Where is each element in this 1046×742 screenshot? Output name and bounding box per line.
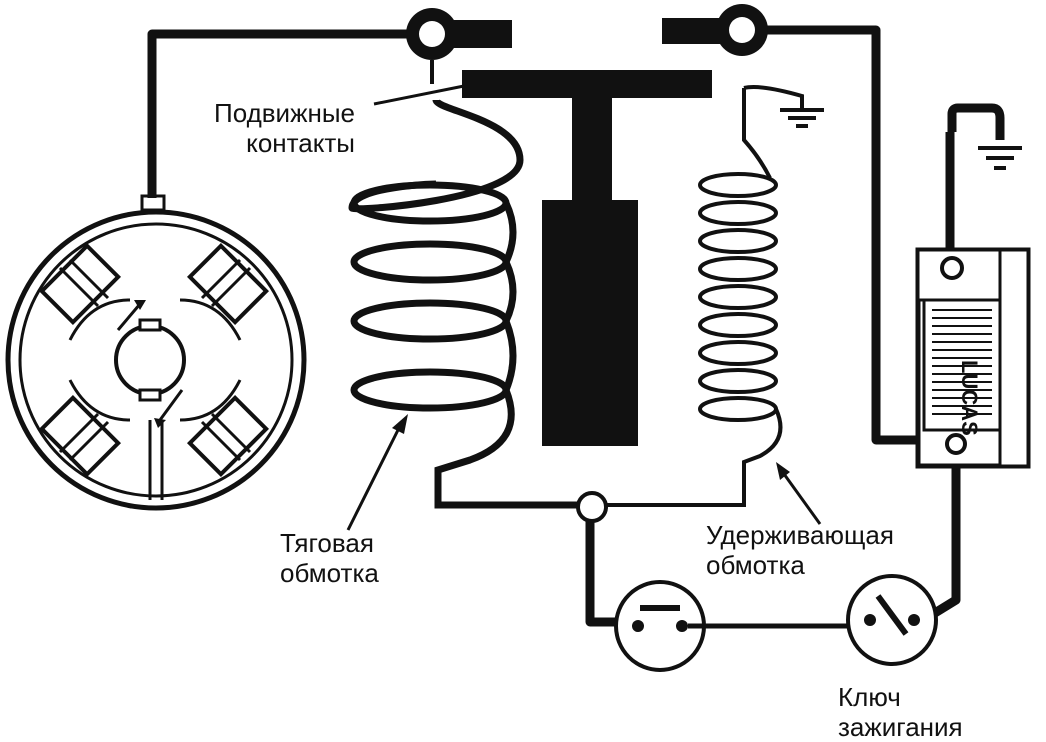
wiring bbox=[147, 25, 961, 627]
battery-brand-label: LUCAS bbox=[957, 360, 982, 436]
hold-in-winding bbox=[606, 88, 783, 507]
moving-contacts-label: Подвижные контакты bbox=[214, 98, 355, 158]
main-terminal-right bbox=[662, 4, 768, 56]
battery bbox=[915, 103, 1031, 469]
field-pole-bottom-left bbox=[38, 394, 122, 478]
hold-in-winding-label: Удерживающая обмотка bbox=[706, 520, 894, 580]
junction-node bbox=[576, 491, 608, 523]
field-pole-bottom-right bbox=[186, 394, 270, 478]
ignition-key-switch[interactable] bbox=[846, 574, 938, 666]
ignition-key-label: Ключ зажигания bbox=[838, 682, 963, 742]
moving-contact-bar bbox=[462, 70, 712, 98]
field-pole-top-right bbox=[186, 242, 270, 326]
relay-switch bbox=[614, 580, 850, 672]
armature bbox=[114, 324, 186, 396]
arrow-hold-in bbox=[776, 462, 822, 525]
plunger bbox=[542, 96, 638, 446]
field-pole-top-left bbox=[38, 242, 122, 326]
pull-in-winding-label: Тяговая обмотка bbox=[280, 528, 379, 588]
starter-motor bbox=[5, 194, 307, 511]
main-terminal-left bbox=[406, 8, 512, 60]
ground-symbol-solenoid bbox=[743, 85, 824, 128]
pull-in-winding bbox=[348, 98, 590, 509]
arrow-pull-in bbox=[346, 414, 408, 531]
